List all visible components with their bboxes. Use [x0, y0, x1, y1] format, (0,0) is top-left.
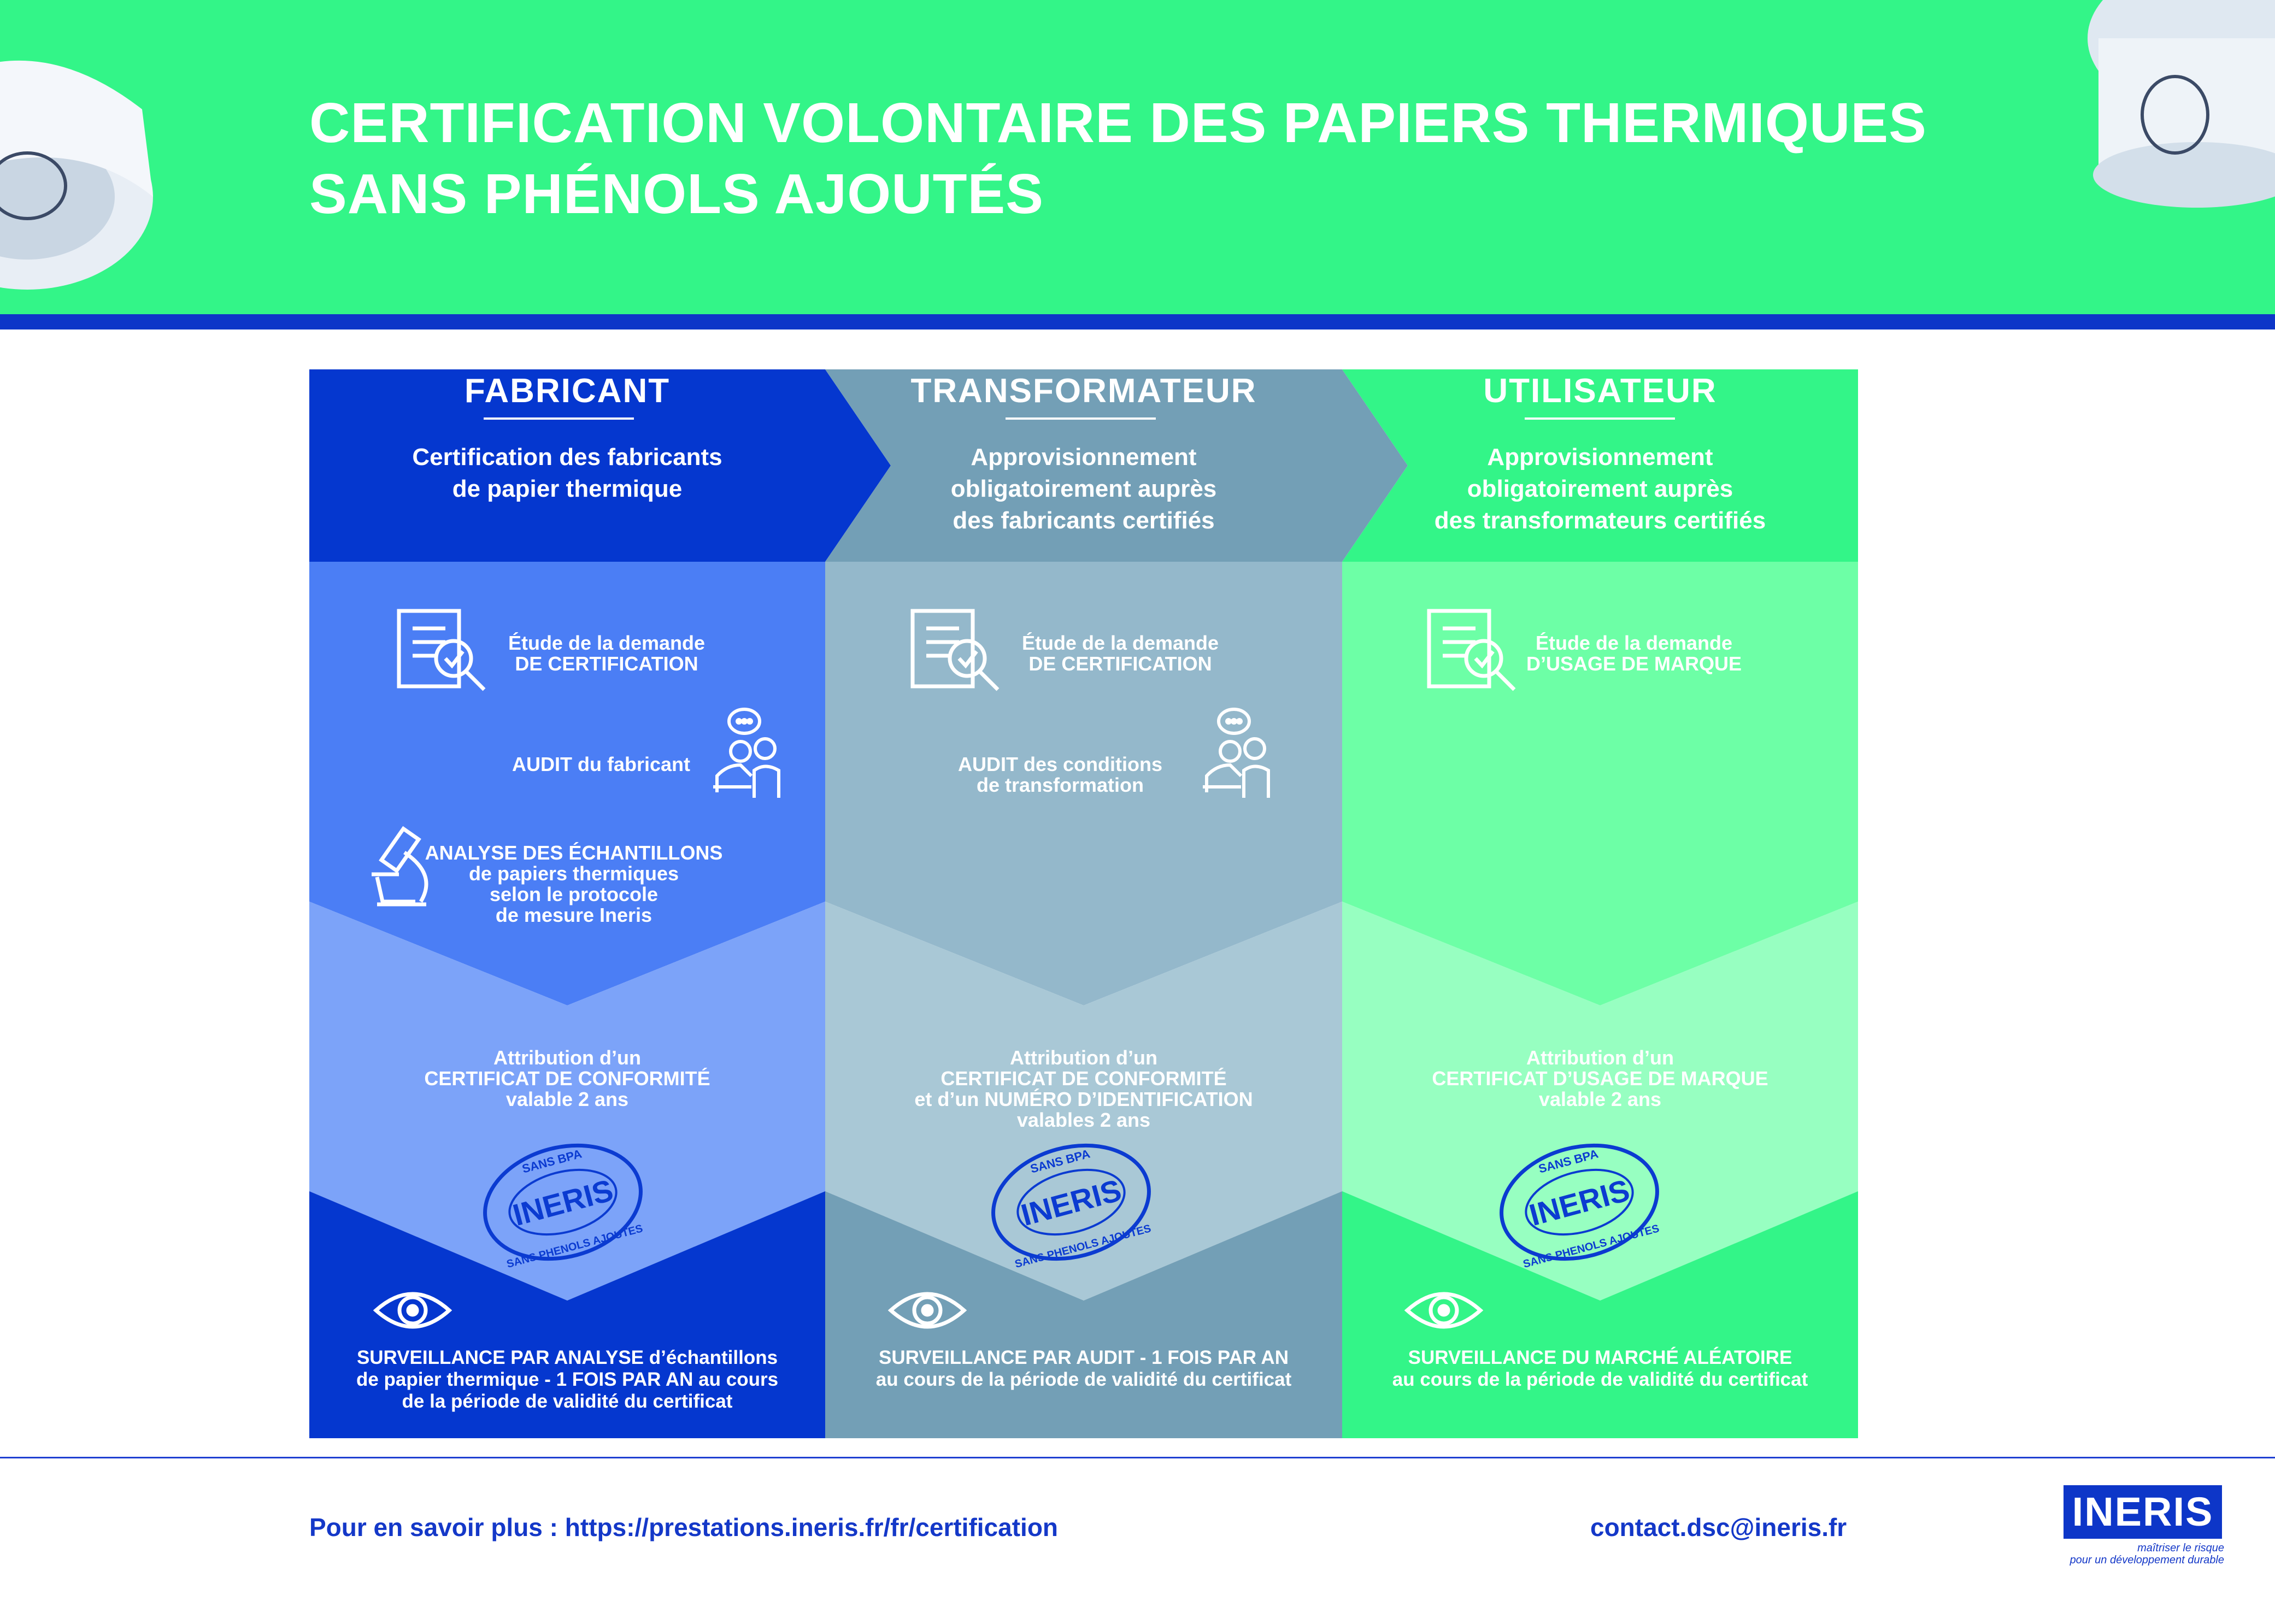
attribution-line: valable 2 ans — [1538, 1088, 1662, 1110]
transformateur-subtitle-line: Approvisionnement — [971, 444, 1197, 470]
fabricant-attribution: Attribution d’un CERTIFICAT DE CONFORMIT… — [309, 1048, 825, 1110]
utilisateur-attribution: Attribution d’un CERTIFICAT D’USAGE DE M… — [1342, 1048, 1858, 1110]
surveillance-line: au cours de la période de validité du ce… — [875, 1369, 1292, 1390]
fabricant-title: FABRICANT — [464, 372, 671, 410]
step-line: Étude de la demande — [1535, 632, 1733, 654]
fabricant-step-analysis: ANALYSE DES ÉCHANTILLONS de papiers ther… — [415, 843, 732, 926]
attribution-line: valable 2 ans — [505, 1088, 629, 1110]
attribution-line: Attribution d’un — [493, 1046, 641, 1069]
fabricant-attribution-block — [309, 902, 825, 1301]
utilisateur-subtitle-line: obligatoirement auprès — [1467, 475, 1733, 502]
step-line: selon le protocole — [489, 883, 659, 905]
attribution-line: valables 2 ans — [1016, 1109, 1151, 1131]
transformateur-audit-people-icon — [1203, 708, 1270, 798]
surveillance-line: de papier thermique - 1 FOIS PAR AN au c… — [356, 1369, 779, 1390]
step-line: de mesure Ineris — [495, 904, 652, 926]
step-line: AUDIT du fabricant — [512, 753, 690, 775]
step-line: Étude de la demande — [508, 632, 706, 654]
utilisateur-step-study: Étude de la demande D’USAGE DE MARQUE — [1503, 633, 1765, 674]
surveillance-line: au cours de la période de validité du ce… — [1392, 1369, 1808, 1390]
fabricant-document-search-icon — [397, 609, 486, 691]
page-title-line-1: CERTIFICATION VOLONTAIRE DES PAPIERS THE… — [309, 91, 1927, 154]
step-line: ANALYSE DES ÉCHANTILLONS — [425, 842, 723, 864]
tagline-line: maîtriser le risque — [2137, 1542, 2224, 1554]
fabricant-steps-block — [309, 562, 825, 1005]
fabricant-audit-people-icon — [713, 708, 780, 798]
transformateur-surveillance: SURVEILLANCE PAR AUDIT - 1 FOIS PAR AN a… — [825, 1347, 1342, 1391]
transformateur-document-search-icon — [910, 609, 1000, 691]
page-title: CERTIFICATION VOLONTAIRE DES PAPIERS THE… — [309, 87, 2003, 230]
utilisateur-surveillance: SURVEILLANCE DU MARCHÉ ALÉATOIRE au cour… — [1342, 1347, 1858, 1391]
fabricant-microscope-icon — [372, 826, 428, 907]
fabricant-surveillance: SURVEILLANCE PAR ANALYSE d’échantillons … — [309, 1347, 825, 1413]
step-line: de papiers thermiques — [468, 862, 679, 885]
transformateur-step-study: Étude de la demande DE CERTIFICATION — [989, 633, 1251, 674]
utilisateur-attribution-block — [1342, 902, 1858, 1301]
fabricant-subtitle: Certification des fabricants de papier t… — [309, 442, 825, 505]
fabricant-header-block — [309, 369, 891, 562]
transformateur-header-block — [825, 369, 1408, 562]
utilisateur-title: UTILISATEUR — [1483, 372, 1717, 410]
transformateur-attribution-block — [825, 902, 1342, 1301]
page-title-line-2: SANS PHÉNOLS AJOUTÉS — [309, 162, 1044, 225]
fabricant-step-audit: AUDIT du fabricant — [481, 754, 721, 775]
attribution-line: Attribution d’un — [1010, 1046, 1157, 1069]
step-line: Étude de la demande — [1021, 632, 1219, 654]
transformateur-eye-icon — [887, 1292, 967, 1329]
fabricant-step-study: Étude de la demande DE CERTIFICATION — [475, 633, 738, 674]
step-line: de transformation — [976, 774, 1144, 796]
surveillance-line: SURVEILLANCE PAR ANALYSE d’échantillons — [356, 1347, 778, 1368]
transformateur-step-audit: AUDIT des conditions de transformation — [929, 754, 1191, 796]
step-line: DE CERTIFICATION — [1028, 652, 1212, 675]
fabricant-subtitle-line: Certification des fabricants — [412, 444, 722, 470]
utilisateur-surveillance-block — [1342, 1191, 1858, 1438]
footer-divider — [0, 1457, 2275, 1458]
contact-email-link[interactable]: contact.dsc@ineris.fr — [1590, 1513, 1847, 1541]
utilisateur-document-search-icon — [1427, 609, 1516, 691]
utilisateur-eye-icon — [1404, 1292, 1484, 1329]
attribution-line: Attribution d’un — [1526, 1046, 1674, 1069]
fabricant-eye-icon — [373, 1292, 452, 1329]
fabricant-surveillance-block — [309, 1191, 825, 1438]
attribution-line: CERTIFICAT D’USAGE DE MARQUE — [1432, 1067, 1768, 1090]
fabricant-subtitle-line: de papier thermique — [452, 475, 683, 502]
transformateur-subtitle-line: des fabricants certifiés — [953, 507, 1215, 534]
more-info-link[interactable]: Pour en savoir plus : https://prestation… — [309, 1513, 1059, 1541]
attribution-line: CERTIFICAT DE CONFORMITÉ — [940, 1067, 1227, 1090]
thermal-paper-roll-right-image — [2088, 0, 2275, 208]
transformateur-subtitle: Approvisionnement obligatoirement auprès… — [825, 442, 1342, 537]
transformateur-surveillance-block — [825, 1191, 1342, 1438]
header-divider — [0, 314, 2275, 329]
transformateur-subtitle-line: obligatoirement auprès — [950, 475, 1217, 502]
header-banner: CERTIFICATION VOLONTAIRE DES PAPIERS THE… — [0, 0, 2275, 314]
ineris-logo-tagline: maîtriser le risque pour un développemen… — [2022, 1542, 2224, 1566]
surveillance-line: SURVEILLANCE DU MARCHÉ ALÉATOIRE — [1408, 1347, 1792, 1368]
step-line: D’USAGE DE MARQUE — [1526, 652, 1742, 675]
utilisateur-subtitle: Approvisionnement obligatoirement auprès… — [1342, 442, 1858, 537]
step-line: DE CERTIFICATION — [515, 652, 698, 675]
thermal-paper-roll-left-image — [0, 60, 153, 290]
utilisateur-subtitle-line: des transformateurs certifiés — [1434, 507, 1766, 534]
transformateur-title: TRANSFORMATEUR — [910, 372, 1257, 410]
ineris-logo: INERIS — [2064, 1485, 2222, 1539]
attribution-line: CERTIFICAT DE CONFORMITÉ — [424, 1067, 710, 1090]
surveillance-line: SURVEILLANCE PAR AUDIT - 1 FOIS PAR AN — [879, 1347, 1289, 1368]
attribution-line: et d’un NUMÉRO D’IDENTIFICATION — [914, 1088, 1253, 1110]
utilisateur-subtitle-line: Approvisionnement — [1487, 444, 1713, 470]
transformateur-attribution: Attribution d’un CERTIFICAT DE CONFORMIT… — [825, 1048, 1342, 1131]
step-line: AUDIT des conditions — [957, 753, 1162, 775]
tagline-line: pour un développement durable — [2070, 1554, 2224, 1566]
utilisateur-header-block — [1342, 369, 1858, 562]
surveillance-line: de la période de validité du certificat — [402, 1391, 733, 1412]
